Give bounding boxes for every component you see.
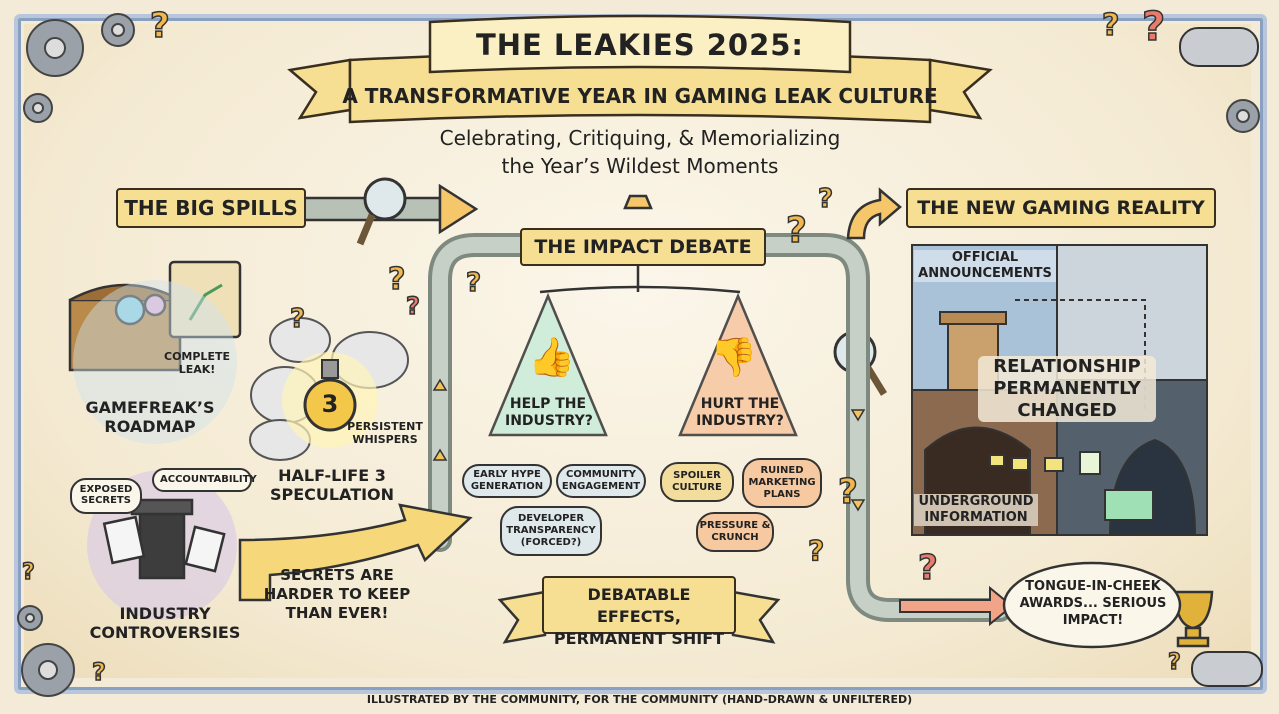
gamefreak-caption: GAMEFREAK’S ROADMAP xyxy=(85,398,215,436)
halflife-medal-icon xyxy=(303,378,357,432)
subtitle: Celebrating, Critiquing, & Memorializing… xyxy=(380,124,900,180)
awards-label: TONGUE-IN-CHEEK AWARDS... SERIOUS IMPACT… xyxy=(1019,579,1167,628)
complete-leak-badge: COMPLETE LEAK! xyxy=(164,350,230,376)
controversies-caption: INDUSTRY CONTROVERSIES xyxy=(89,604,241,642)
subtitle-line1: Celebrating, Critiquing, & Memorializing xyxy=(439,126,841,150)
secrets-arrow xyxy=(238,503,473,602)
persistent-whispers-label: PERSISTENT WHISPERS xyxy=(347,420,423,446)
question-mark-icon: ? xyxy=(387,261,406,298)
question-mark-icon: ? xyxy=(289,303,306,335)
reality-arrow xyxy=(846,187,902,240)
hurt-item: RUINED MARKETING PLANS xyxy=(742,458,822,508)
conclusion-ribbon xyxy=(497,590,781,644)
question-mark-icon: ? xyxy=(837,471,858,513)
question-mark-icon: ? xyxy=(91,657,106,687)
question-mark-icon: ? xyxy=(817,183,834,215)
reality-panel xyxy=(910,243,1212,539)
awards-arrow xyxy=(899,585,1014,627)
help-item: EARLY HYPE GENERATION xyxy=(462,464,552,498)
question-mark-icon: ? xyxy=(917,547,938,589)
question-mark-icon: ? xyxy=(807,533,825,568)
question-mark-icon: ? xyxy=(21,559,35,586)
podium-icon xyxy=(102,498,226,580)
trophy-icon xyxy=(1173,590,1214,648)
title-line2: A TRANSFORMATIVE YEAR IN GAMING LEAK CUL… xyxy=(342,84,938,108)
hurt-item: PRESSURE & CRUNCH xyxy=(696,512,774,552)
gear-icon xyxy=(17,13,1260,697)
help-industry-label: HELP THE INDUSTRY? xyxy=(505,396,593,429)
gamefreak-backdrop xyxy=(73,280,237,444)
gamepad-icon xyxy=(1179,27,1263,687)
help-item: COMMUNITY ENGAGEMENT xyxy=(556,464,646,498)
awards-cloud xyxy=(1002,561,1182,649)
impact-debate-heading: THE IMPACT DEBATE xyxy=(520,228,766,266)
balance-scale xyxy=(488,194,798,437)
accountability-bubble: ACCOUNTABILITY xyxy=(152,468,257,492)
new-reality-heading: THE NEW GAMING REALITY xyxy=(906,188,1216,228)
help-item: DEVELOPER TRANSPARENCY (FORCED?) xyxy=(500,506,602,556)
underground-label: UNDERGROUND INFORMATION xyxy=(914,494,1038,526)
footer-credit: ILLUSTRATED BY THE COMMUNITY, FOR THE CO… xyxy=(366,693,913,706)
map-scroll-icon xyxy=(168,260,242,339)
question-mark-icon: ? xyxy=(1101,7,1120,44)
big-spills-heading: THE BIG SPILLS xyxy=(116,188,306,228)
title-line1: THE LEAKIES 2025: xyxy=(475,28,805,62)
conclusion-banner: DEBATABLE EFFECTS, PERMANENT SHIFT xyxy=(542,576,736,648)
halflife-number: 3 xyxy=(321,390,339,418)
subtitle-line2: the Year’s Wildest Moments xyxy=(501,154,779,178)
treasure-chest-icon xyxy=(68,283,182,372)
question-mark-icon: ? xyxy=(465,267,482,299)
question-mark-icon: ? xyxy=(149,5,170,47)
official-announcements-label: OFFICIAL ANNOUNCEMENTS xyxy=(914,250,1056,282)
hurt-industry-label: HURT THE INDUSTRY? xyxy=(696,396,784,429)
question-mark-icon: ? xyxy=(405,291,420,321)
question-mark-icon: ? xyxy=(1167,649,1181,676)
secrets-arrow-text: SECRETS ARE HARDER TO KEEP THAN EVER! xyxy=(263,566,411,622)
exposed-secrets-bubble: EXPOSED SECRETS xyxy=(70,478,142,514)
question-mark-icon: ? xyxy=(785,209,807,252)
thumbs-up-icon: 👍 xyxy=(528,337,576,379)
relationship-label: RELATIONSHIP PERMANENTLY CHANGED xyxy=(978,356,1156,422)
halflife-caption: HALF-LIFE 3 SPECULATION xyxy=(269,466,395,504)
hurt-item: SPOILER CULTURE xyxy=(660,462,734,502)
thumbs-down-icon: 👎 xyxy=(710,337,758,379)
title-ribbon xyxy=(287,14,993,124)
question-mark-icon: ? xyxy=(1141,3,1166,51)
